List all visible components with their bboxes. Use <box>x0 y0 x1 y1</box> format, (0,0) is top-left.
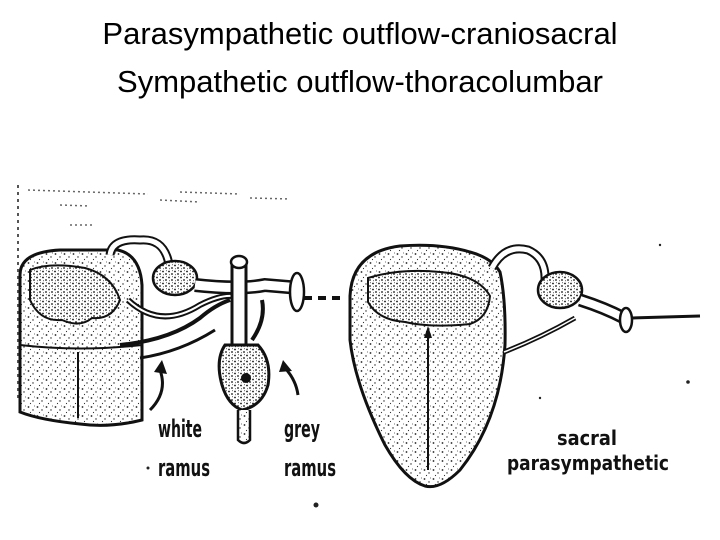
dorsal-root-ganglion <box>151 259 199 297</box>
thoracic-spinal-cord-segment <box>18 248 144 427</box>
white-ramus-label-line-2: ramus <box>158 454 210 482</box>
sacral-label-line-2: parasympathetic <box>507 451 669 475</box>
rami-arrows <box>148 360 300 412</box>
grey-ramus-label-line-2: ramus <box>284 454 336 482</box>
figure-labels: white ramus grey ramus sacral parasympat… <box>158 415 669 482</box>
sacral-nerve <box>488 244 701 355</box>
grey-ramus-label-line-1: grey <box>284 415 320 443</box>
scan-specks <box>146 243 690 508</box>
sacral-spinal-cord-segment <box>348 243 507 489</box>
sacral-label-line-1: sacral <box>557 426 617 450</box>
spinal-nerve-roots <box>105 235 340 360</box>
sympathetic-chain-ganglion <box>217 254 271 445</box>
slide-title-line-1: Parasympathetic outflow-craniosacral <box>102 16 618 51</box>
white-ramus-label-line-1: white <box>158 415 202 443</box>
slide-title-line-2: Sympathetic outflow-thoracolumbar <box>117 64 603 99</box>
scan-artifacts <box>17 185 291 400</box>
white-ramus-arrow-icon <box>154 360 167 374</box>
grey-ramus-arrow-icon <box>279 360 292 372</box>
